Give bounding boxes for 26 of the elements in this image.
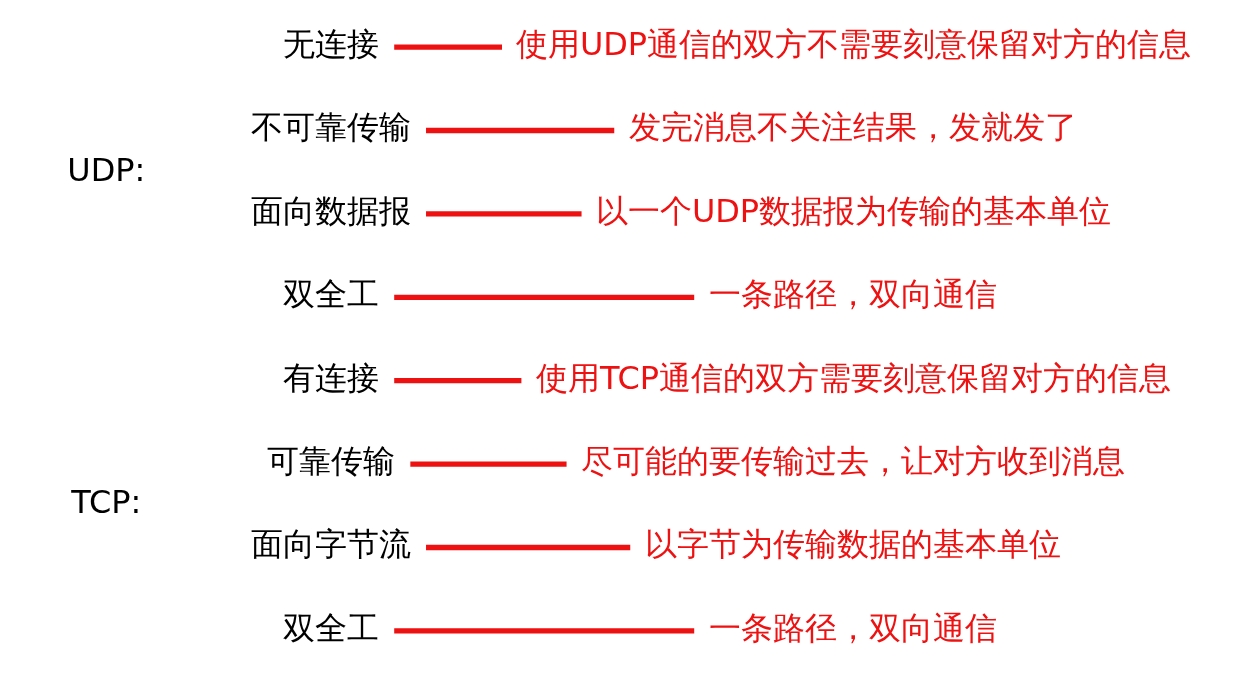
node-text: 使用UDP通信的双方不需要刻意保留对方的信息 — [515, 24, 1191, 63]
node-text: 一条路径，双向通信 — [709, 275, 997, 314]
connector — [393, 44, 502, 50]
node-text: 以一个UDP数据报为传输的基本单位 — [595, 191, 1111, 230]
connector — [409, 461, 567, 467]
node-text: 面向数据报 — [250, 191, 411, 230]
connector — [393, 628, 694, 634]
connector — [393, 378, 521, 384]
node-text: 可靠传输 — [266, 441, 395, 480]
node-text: TCP: — [70, 482, 141, 521]
node-text: 双全工 — [282, 608, 379, 647]
node-text: 发完消息不关注结果，发就发了 — [629, 108, 1077, 147]
node-text: 面向字节流 — [250, 525, 411, 564]
connector — [393, 294, 694, 300]
node-text: 有连接 — [282, 358, 379, 397]
connector — [425, 211, 582, 217]
node-text: 一条路径，双向通信 — [709, 608, 997, 647]
node-text: 不可靠传输 — [250, 108, 411, 147]
node-text: UDP: — [66, 150, 145, 189]
connector — [425, 544, 630, 551]
node-text: 尽可能的要传输过去，让对方收到消息 — [581, 441, 1125, 480]
node-text: 以字节为传输数据的基本单位 — [645, 525, 1061, 564]
node-text: 双全工 — [282, 275, 379, 314]
connector — [425, 127, 614, 134]
node-text: 无连接 — [282, 24, 379, 63]
node-text: 使用TCP通信的双方需要刻意保留对方的信息 — [535, 358, 1171, 397]
